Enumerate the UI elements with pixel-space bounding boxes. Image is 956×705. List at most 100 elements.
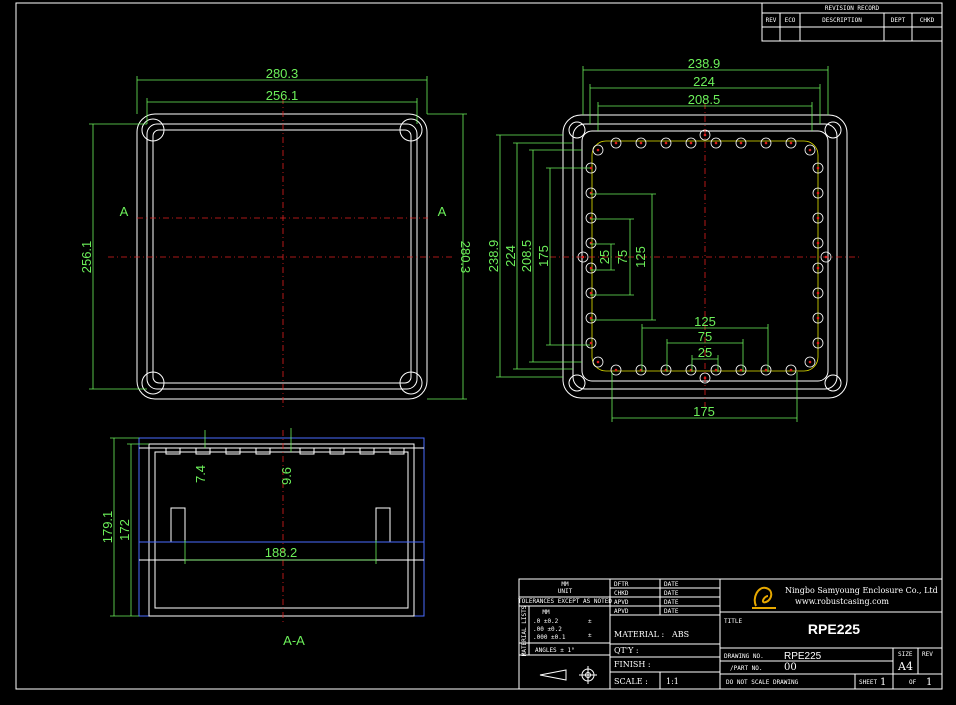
bottom-view-rib-holes	[577, 129, 832, 384]
date-label-3: DATE	[664, 599, 679, 606]
rib-hole	[660, 137, 672, 149]
section-dim-7-4: 7.4	[193, 465, 208, 483]
rib-hole	[585, 337, 597, 349]
rib-hole	[812, 237, 824, 249]
rib-hole-center	[808, 148, 812, 152]
unit-mm-label: MM	[561, 581, 569, 588]
rib-hole	[635, 137, 647, 149]
drawing-border	[15, 2, 943, 690]
bottom-v75-dim: 75	[615, 250, 630, 264]
rib-hole-center	[639, 141, 643, 145]
section-height-total-dim: 179.1	[100, 511, 115, 544]
date-label-4: DATE	[664, 608, 679, 615]
section-height-body-dim: 172	[117, 519, 132, 541]
rib-hole	[812, 262, 824, 274]
rib-hole-center	[589, 266, 593, 270]
date-label-1: DATE	[664, 581, 679, 588]
size-label: SIZE	[898, 651, 913, 658]
rib-hole	[812, 162, 824, 174]
revision-record-title: REVISION RECORD	[825, 5, 880, 12]
section-mark-right: A	[438, 204, 447, 219]
lid-rib	[165, 448, 181, 455]
rib-hole	[635, 364, 647, 376]
lid-rib	[359, 448, 375, 455]
rib-hole	[685, 364, 697, 376]
drawing-no-value: RPE225	[784, 651, 822, 662]
lid-rib	[195, 448, 211, 455]
rib-hole-center	[789, 368, 793, 372]
bottom-h3-dim: 208.5	[519, 240, 534, 273]
tol-row-1: .0 ±0.2	[533, 618, 559, 625]
bottom-b125-dim: 125	[694, 314, 716, 329]
rev-col-header: REV	[766, 17, 777, 24]
lid-rib	[389, 448, 405, 455]
rib-hole	[585, 187, 597, 199]
bottom-view-corner-bosses	[568, 121, 842, 392]
section-view: 179.1 172 7.4 9.6 188.2 A-A	[100, 428, 425, 648]
revision-record-table: REVISION RECORD REV ECO DESCRIPTION DEPT…	[761, 2, 943, 42]
top-view-corner-bosses	[141, 118, 423, 395]
description-col-header: DESCRIPTION	[822, 17, 862, 24]
rib-hole	[610, 137, 622, 149]
rib-hole	[785, 137, 797, 149]
rib-hole-center	[816, 266, 820, 270]
top-view: 280.3 256.1 256.1 280.3 A A	[79, 66, 473, 408]
rib-hole-center	[816, 291, 820, 295]
rib-hole	[699, 372, 711, 384]
rib-hole-center	[816, 316, 820, 320]
rib-hole-center	[808, 360, 812, 364]
material-value: ABS	[671, 630, 689, 639]
apvd-label-2: APVD	[614, 608, 629, 615]
bottom-w1-dim: 238.9	[688, 56, 721, 71]
rib-hole	[685, 137, 697, 149]
rib-hole	[710, 364, 722, 376]
of-value: 1	[926, 677, 932, 688]
top-view-inner-outline	[146, 123, 418, 390]
section-inner-width-dim: 188.2	[265, 545, 298, 560]
apvd-label-1: APVD	[614, 599, 629, 606]
dept-col-header: DEPT	[891, 17, 906, 24]
section-dim-9-6: 9.6	[279, 467, 294, 485]
rib-hole-center	[714, 368, 718, 372]
rib-hole-center	[581, 255, 585, 259]
unit-label: UNIT	[558, 588, 573, 595]
rib-hole	[812, 312, 824, 324]
part-no-label: /PART NO.	[730, 665, 763, 672]
top-width-outer-dim: 280.3	[266, 66, 299, 81]
rib-hole	[710, 137, 722, 149]
rib-hole	[585, 237, 597, 249]
rib-hole-center	[589, 166, 593, 170]
rib-hole	[585, 287, 597, 299]
rib-hole-center	[589, 341, 593, 345]
lid-rib	[225, 448, 241, 455]
bottom-b75-dim: 75	[698, 329, 712, 344]
rib-hole-center	[689, 141, 693, 145]
rib-hole-center	[596, 360, 600, 364]
chkd-col-header: CHKD	[920, 17, 935, 24]
rib-hole-center	[739, 368, 743, 372]
rev-label: REV	[922, 651, 933, 658]
rib-hole	[592, 356, 604, 368]
sheet-label: SHEET	[859, 679, 877, 686]
rib-hole-center	[816, 341, 820, 345]
rib-hole	[804, 144, 816, 156]
section-label: A-A	[283, 633, 305, 648]
rib-hole	[812, 337, 824, 349]
top-view-outer-outline	[136, 113, 428, 400]
section-outer-outline	[138, 437, 425, 617]
top-width-inner-dim: 256.1	[266, 88, 299, 103]
rib-hole	[735, 137, 747, 149]
rib-hole	[585, 262, 597, 274]
rib-hole-center	[816, 216, 820, 220]
lid-rib	[299, 448, 315, 455]
rib-hole-center	[596, 148, 600, 152]
dont-scale-note: DO NOT SCALE DRAWING	[726, 679, 799, 686]
date-label-2: DATE	[664, 590, 679, 597]
rib-hole-center	[816, 191, 820, 195]
rib-hole	[760, 137, 772, 149]
rib-hole	[585, 212, 597, 224]
lid-rib	[255, 448, 271, 455]
svg-text:±: ±	[588, 618, 592, 625]
rib-hole-center	[714, 141, 718, 145]
